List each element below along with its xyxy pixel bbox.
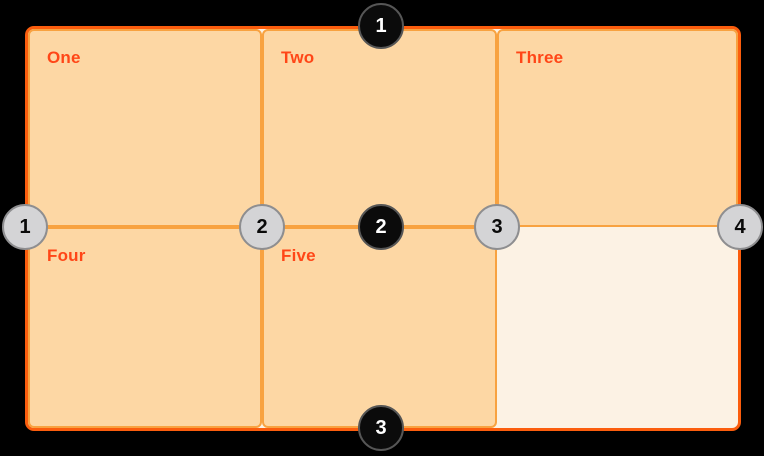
cell-label-one: One xyxy=(47,48,81,67)
column-line-marker-3: 3 xyxy=(474,204,520,250)
grid-container: One Two Three Four Five xyxy=(25,26,741,431)
column-line-marker-4: 4 xyxy=(717,204,763,250)
grid-cell-three: Three xyxy=(497,29,738,227)
row-line-marker-3: 3 xyxy=(358,405,404,451)
grid-cell-two: Two xyxy=(262,29,497,227)
row-line-marker-1-number: 1 xyxy=(375,14,387,37)
column-line-marker-1-number: 1 xyxy=(19,215,31,238)
grid-cell-four: Four xyxy=(28,227,262,428)
column-line-marker-4-number: 4 xyxy=(734,215,746,238)
grid-cell-empty xyxy=(497,227,738,428)
column-line-marker-1: 1 xyxy=(2,204,48,250)
cell-label-four: Four xyxy=(47,246,86,265)
row-line-marker-2-number: 2 xyxy=(375,215,387,238)
grid-cell-one: One xyxy=(28,29,262,227)
cell-label-five: Five xyxy=(281,246,316,265)
row-line-marker-3-number: 3 xyxy=(375,416,387,439)
cell-label-two: Two xyxy=(281,48,315,67)
cell-label-three: Three xyxy=(516,48,564,67)
column-line-marker-2: 2 xyxy=(239,204,285,250)
column-line-marker-3-number: 3 xyxy=(491,215,503,238)
column-line-marker-2-number: 2 xyxy=(256,215,268,238)
row-line-marker-1: 1 xyxy=(358,3,404,49)
grid-cell-five: Five xyxy=(262,227,497,428)
row-line-marker-2: 2 xyxy=(358,204,404,250)
